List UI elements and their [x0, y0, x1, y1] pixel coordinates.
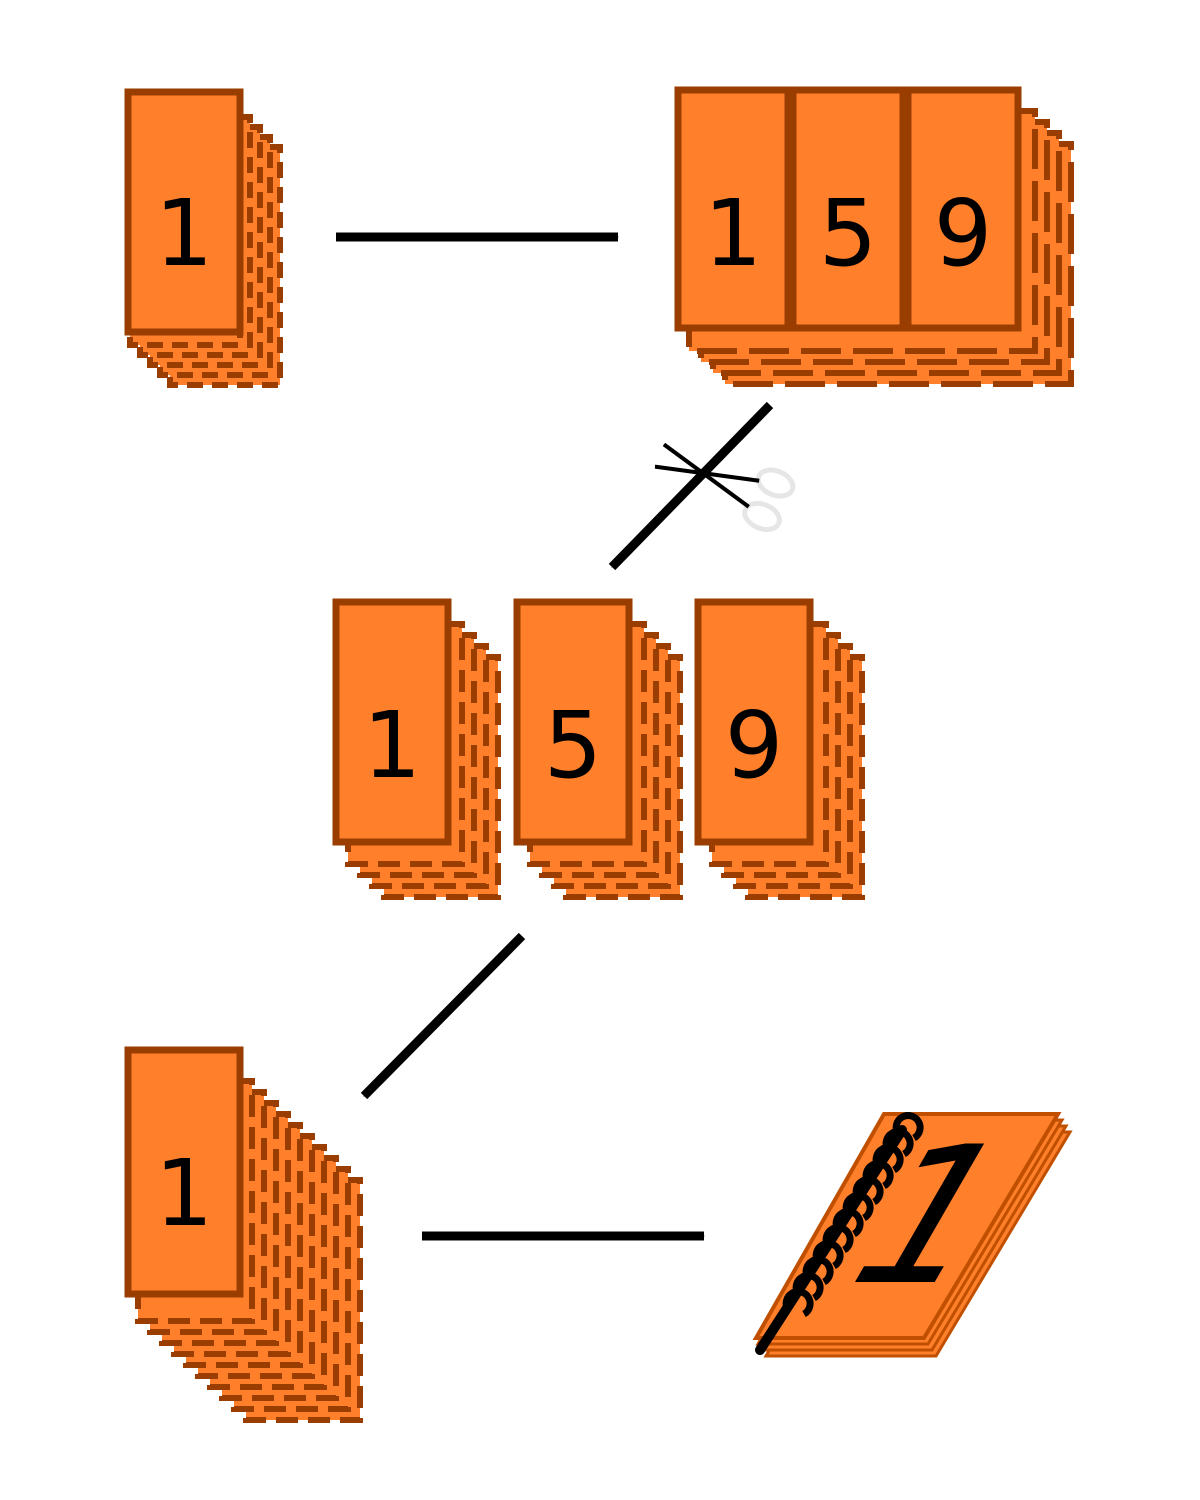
bound-book: 1: [752, 1107, 1073, 1358]
page-number: 9: [934, 180, 993, 287]
spiral-binding-icon: [755, 1112, 924, 1355]
page-number: 1: [155, 180, 214, 287]
gang-sheet-panel: [904, 86, 1022, 332]
arrow-cut: [608, 401, 774, 571]
page-number: 9: [725, 692, 784, 799]
collated-stack: 1: [124, 1046, 363, 1423]
gang-sheet-panel: [674, 86, 792, 332]
page-number: 5: [544, 692, 603, 799]
stack-front-sheet: [124, 88, 244, 336]
cut-stack-front: [332, 598, 452, 846]
page-number: 5: [819, 180, 878, 287]
single-stack: 1: [124, 88, 283, 388]
cut-stack: 1: [332, 598, 501, 900]
book-cover: [752, 1112, 1062, 1340]
cut-stack-front: [513, 598, 633, 846]
arrow-collate: [360, 932, 526, 1100]
collated-front-sheet: [124, 1046, 244, 1298]
page-number: 1: [363, 692, 422, 799]
page-number: 1: [155, 1140, 214, 1247]
cut-stack: 9: [694, 598, 865, 900]
scissors-icon: [633, 429, 796, 532]
cut-stack-front: [694, 598, 814, 846]
gang-sheet-panel: [789, 86, 907, 332]
gang-sheet-stack: 1 5 9: [674, 86, 1074, 387]
page-number: 1: [704, 180, 763, 287]
cut-stack: 5: [513, 598, 683, 900]
